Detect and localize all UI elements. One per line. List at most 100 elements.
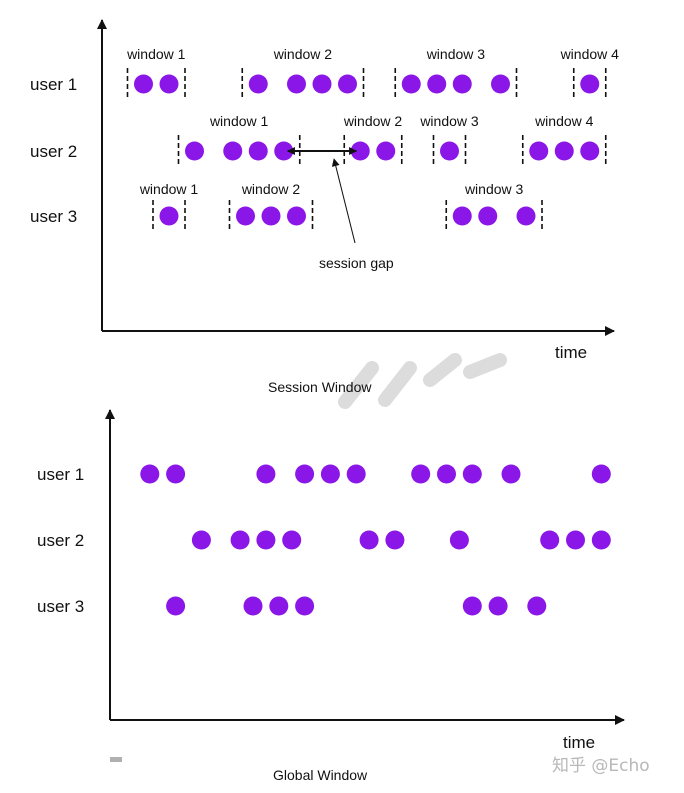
event-dot (350, 141, 370, 161)
event-dot (256, 530, 276, 550)
session-row-label: user 2 (30, 142, 77, 161)
global-row: user 1 (37, 464, 611, 484)
global-row-label: user 2 (37, 531, 84, 550)
event-dot (248, 74, 268, 94)
session-title: Session Window (268, 379, 372, 395)
event-dot (359, 530, 379, 550)
event-dot (540, 530, 560, 550)
event-dot (529, 141, 549, 161)
session-window-label: window 3 (426, 46, 486, 62)
event-dot (312, 74, 332, 94)
global-row: user 2 (37, 530, 611, 550)
global-window-panel: time Global Window user 1 user 2 user 3 (37, 409, 625, 783)
session-window-label: window 4 (534, 113, 594, 129)
event-dot (287, 74, 306, 94)
session-window: window 4 (521, 113, 607, 167)
event-dot (591, 530, 611, 550)
event-dot (478, 206, 498, 226)
session-window: window 2 (343, 113, 403, 167)
event-dot (385, 530, 405, 550)
session-window: window 4 (560, 46, 620, 100)
global-title: Global Window (273, 767, 368, 783)
corner-mark (110, 757, 122, 762)
event-dot (462, 596, 482, 616)
session-time-label: time (555, 343, 587, 362)
session-row: user 3 window 1 window 2 window 3 (30, 181, 543, 232)
event-dot (580, 141, 600, 161)
event-dot (223, 141, 243, 161)
event-dot (159, 206, 179, 226)
session-row: user 1 window 1 window 2 window 3 window 4 (30, 46, 619, 100)
session-window-label: window 1 (209, 113, 269, 129)
session-window: window 2 (228, 181, 314, 232)
global-row: user 3 (37, 596, 547, 616)
event-dot (452, 206, 472, 226)
event-dot (591, 464, 611, 484)
event-dot (282, 530, 302, 550)
event-dot (346, 464, 366, 484)
event-dot (269, 596, 289, 616)
event-dot (166, 464, 186, 484)
event-dot (185, 141, 204, 161)
session-gap-label: session gap (319, 255, 394, 271)
session-row-label: user 1 (30, 75, 77, 94)
session-window-label: window 2 (241, 181, 301, 197)
session-window: window 1 (177, 113, 301, 167)
global-row-label: user 1 (37, 465, 84, 484)
session-row-label: user 3 (30, 207, 77, 226)
session-window: window 3 (419, 113, 479, 167)
event-dot (449, 530, 469, 550)
event-dot (488, 596, 508, 616)
event-dot (295, 464, 315, 484)
event-dot (274, 141, 294, 161)
session-window-panel: time Session Window session gap user 1 wi… (30, 19, 619, 395)
session-window-label: window 1 (126, 46, 186, 62)
event-dot (140, 464, 160, 484)
event-dot (243, 596, 263, 616)
event-dot (134, 74, 153, 94)
event-dot (554, 141, 574, 161)
session-gap-pointer (331, 158, 356, 244)
event-dot (566, 530, 585, 550)
event-dot (191, 530, 211, 550)
global-row-label: user 3 (37, 597, 84, 616)
session-window: window 1 (139, 181, 198, 232)
event-dot (452, 74, 472, 94)
event-dot (580, 74, 600, 94)
event-dot (248, 141, 268, 161)
watermark: 知乎 @Echo (552, 756, 650, 776)
event-dot (287, 206, 306, 226)
event-dot (527, 596, 547, 616)
session-window-label: window 4 (560, 46, 620, 62)
event-dot (501, 464, 521, 484)
session-window-label: window 2 (273, 46, 333, 62)
event-dot (159, 74, 179, 94)
event-dot (401, 74, 421, 94)
event-dot (338, 74, 357, 94)
event-dot (516, 206, 536, 226)
session-window-label: window 2 (343, 113, 403, 129)
event-dot (261, 206, 281, 226)
event-dot (411, 464, 431, 484)
event-dot (295, 596, 315, 616)
session-window: window 3 (445, 181, 543, 232)
event-dot (230, 530, 250, 550)
background-watermark-strokes (338, 353, 507, 409)
session-window-label: window 3 (419, 113, 479, 129)
session-window-label: window 3 (464, 181, 524, 197)
event-dot (236, 206, 255, 226)
session-window: window 3 (394, 46, 518, 100)
event-dot (491, 74, 510, 94)
session-row: user 2 window 1 window 2 window 3 window 4 (30, 113, 607, 167)
global-time-label: time (563, 733, 595, 752)
event-dot (440, 141, 459, 161)
session-window: window 2 (241, 46, 365, 100)
event-dot (320, 464, 340, 484)
event-dot (462, 464, 482, 484)
session-window: window 1 (126, 46, 186, 100)
event-dot (256, 464, 276, 484)
event-dot (437, 464, 456, 484)
event-dot (427, 74, 447, 94)
